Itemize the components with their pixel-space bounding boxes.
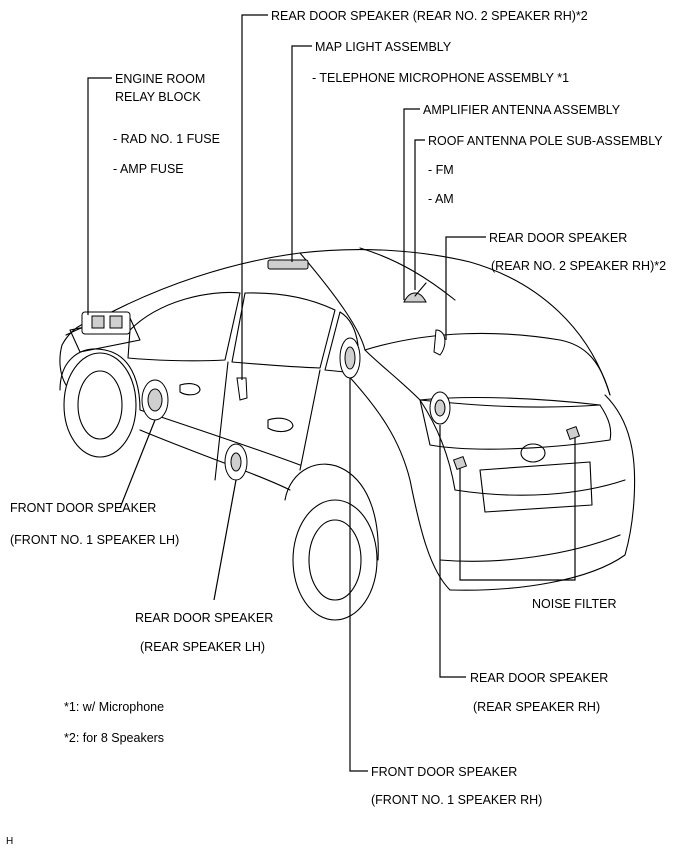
label-rear-door-speaker-top: REAR DOOR SPEAKER (REAR NO. 2 SPEAKER RH… (271, 9, 588, 23)
front-door-speaker-lh-part (141, 379, 169, 421)
note-2: *2: for 8 Speakers (64, 731, 164, 745)
amplifier-antenna-part (403, 282, 427, 303)
label-engine-room-2: RELAY BLOCK (115, 90, 201, 104)
label-rear-door-rh-1: REAR DOOR SPEAKER (470, 671, 608, 685)
label-telephone-mic: - TELEPHONE MICROPHONE ASSEMBLY *1 (312, 71, 569, 85)
rear-door-speaker-rh-part (429, 391, 451, 425)
label-amplifier-antenna: AMPLIFIER ANTENNA ASSEMBLY (423, 103, 621, 117)
figure-code: H (6, 836, 13, 847)
front-door-speaker-rh-part (339, 337, 361, 379)
label-map-light: MAP LIGHT ASSEMBLY (315, 40, 452, 54)
label-rear-door-rh-2: (REAR SPEAKER RH) (473, 700, 600, 714)
map-light-part (267, 259, 309, 270)
label-rear-door-speaker-right-2: (REAR NO. 2 SPEAKER RH)*2 (491, 259, 666, 273)
note-1: *1: w/ Microphone (64, 700, 164, 714)
label-rear-door-lh-1: REAR DOOR SPEAKER (135, 611, 273, 625)
label-rear-door-speaker-right-1: REAR DOOR SPEAKER (489, 231, 627, 245)
label-front-door-lh-1: FRONT DOOR SPEAKER (10, 501, 156, 515)
label-amp-fuse: - AMP FUSE (113, 162, 184, 176)
label-engine-room-1: ENGINE ROOM (115, 72, 205, 86)
label-fm: - FM (428, 163, 454, 177)
engine-room-relay-block-part (81, 311, 131, 335)
label-am: - AM (428, 192, 454, 206)
car-illustration (59, 247, 636, 621)
label-front-door-lh-2: (FRONT NO. 1 SPEAKER LH) (10, 533, 179, 547)
leader-lines (87, 14, 576, 772)
label-front-door-rh-2: (FRONT NO. 1 SPEAKER RH) (371, 793, 542, 807)
noise-filter-part (452, 425, 581, 471)
rear-door-speaker-lh-part (224, 443, 248, 481)
label-roof-antenna: ROOF ANTENNA POLE SUB-ASSEMBLY (428, 134, 663, 148)
label-rear-door-lh-2: (REAR SPEAKER LH) (140, 640, 265, 654)
callout-labels: REAR DOOR SPEAKER (REAR NO. 2 SPEAKER RH… (6, 9, 666, 847)
label-front-door-rh-1: FRONT DOOR SPEAKER (371, 765, 517, 779)
label-noise-filter: NOISE FILTER (532, 597, 617, 611)
rear-no2-speaker-rh-part (433, 329, 446, 356)
label-rad-fuse: - RAD NO. 1 FUSE (113, 132, 220, 146)
rear-no2-speaker-lh-part (236, 377, 248, 401)
